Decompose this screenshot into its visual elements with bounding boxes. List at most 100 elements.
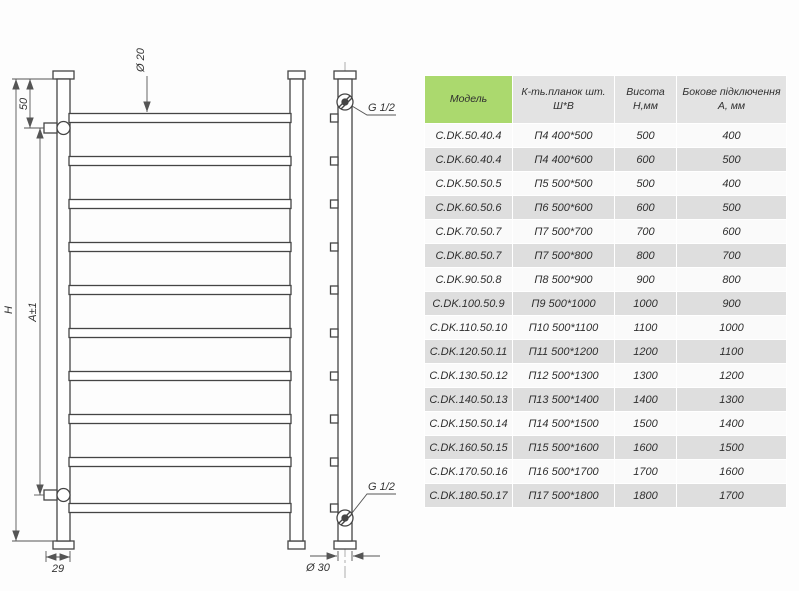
cell-side-connection: 500 — [676, 147, 787, 172]
header-slats-line2: Ш*В — [553, 99, 574, 112]
cell-side-connection: 600 — [676, 219, 787, 244]
side-view — [329, 62, 357, 578]
cell-slats-size: П4 400*500 — [512, 123, 615, 148]
conn-bottom-label: G 1/2 — [368, 481, 395, 493]
cell-slats-size: П6 500*600 — [512, 195, 615, 220]
cell-slats-size: П16 500*1700 — [512, 459, 615, 484]
cell-model: C.DK.120.50.11 — [424, 339, 513, 364]
cell-model: C.DK.130.50.12 — [424, 363, 513, 388]
cell-slats-size: П7 500*800 — [512, 243, 615, 268]
cell-model: C.DK.50.50.5 — [424, 171, 513, 196]
dim-phi30-label: Ø 30 — [305, 562, 331, 574]
dim-axis-distance-label: A±1 — [27, 302, 39, 323]
cell-height: 1700 — [614, 459, 677, 484]
cell-model: C.DK.60.50.6 — [424, 195, 513, 220]
col-header-side-connection: Бокове підключення А, мм — [676, 75, 787, 124]
cell-height: 1100 — [614, 315, 677, 340]
spec-table: Модель К-ть.планок шт. Ш*В Висота Н,мм Б… — [424, 75, 787, 508]
cell-side-connection: 700 — [676, 243, 787, 268]
cell-model: C.DK.50.40.4 — [424, 123, 513, 148]
cell-side-connection: 1000 — [676, 315, 787, 340]
cell-height: 1400 — [614, 387, 677, 412]
cell-height: 1300 — [614, 363, 677, 388]
cell-slats-size: П14 500*1500 — [512, 411, 615, 436]
top-connection-fitting — [336, 93, 354, 111]
cell-height: 600 — [614, 195, 677, 220]
cell-slats-size: П17 500*1800 — [512, 483, 615, 508]
cell-height: 900 — [614, 267, 677, 292]
cell-side-connection: 400 — [676, 123, 787, 148]
cell-model: C.DK.180.50.17 — [424, 483, 513, 508]
cell-slats-size: П4 400*600 — [512, 147, 615, 172]
cell-side-connection: 900 — [676, 291, 787, 316]
cell-model: C.DK.160.50.15 — [424, 435, 513, 460]
header-height-line1: Висота — [626, 85, 665, 98]
cell-slats-size: П11 500*1200 — [512, 339, 615, 364]
front-view — [43, 70, 306, 550]
cell-height: 1000 — [614, 291, 677, 316]
header-side-line2: А, мм — [717, 99, 746, 112]
col-header-height: Висота Н,мм — [614, 75, 677, 124]
cell-model: C.DK.170.50.16 — [424, 459, 513, 484]
cell-model: C.DK.150.50.14 — [424, 411, 513, 436]
dim-bottom-offset-label: 29 — [51, 563, 64, 575]
cell-model: C.DK.80.50.7 — [424, 243, 513, 268]
cell-slats-size: П5 500*500 — [512, 171, 615, 196]
dim-top-offset-label: 50 — [18, 97, 30, 110]
cell-side-connection: 400 — [676, 171, 787, 196]
cell-slats-size: П9 500*1000 — [512, 291, 615, 316]
dim-total-height-label: H — [3, 306, 15, 314]
cell-side-connection: 1300 — [676, 387, 787, 412]
cell-model: C.DK.140.50.13 — [424, 387, 513, 412]
dim-phi20-label: Ø 20 — [135, 47, 147, 73]
cell-model: C.DK.90.50.8 — [424, 267, 513, 292]
col-header-slats: К-ть.планок шт. Ш*В — [512, 75, 615, 124]
cell-side-connection: 1200 — [676, 363, 787, 388]
cell-slats-size: П15 500*1600 — [512, 435, 615, 460]
header-slats-line1: К-ть.планок шт. — [521, 85, 606, 98]
cell-model: C.DK.110.50.10 — [424, 315, 513, 340]
cell-slats-size: П12 500*1300 — [512, 363, 615, 388]
header-row: Модель К-ть.планок шт. Ш*В Висота Н,мм Б… — [424, 75, 787, 124]
spec-table-pane: Модель К-ть.планок шт. Ш*В Висота Н,мм Б… — [424, 75, 787, 508]
cell-height: 500 — [614, 123, 677, 148]
cell-side-connection: 1700 — [676, 483, 787, 508]
cell-model: C.DK.60.40.4 — [424, 147, 513, 172]
cell-height: 500 — [614, 171, 677, 196]
cell-model: C.DK.70.50.7 — [424, 219, 513, 244]
cell-slats-size: П10 500*1100 — [512, 315, 615, 340]
cell-side-connection: 1600 — [676, 459, 787, 484]
cell-side-connection: 800 — [676, 267, 787, 292]
header-side-line1: Бокове підключення — [682, 85, 781, 98]
cell-side-connection: 1100 — [676, 339, 787, 364]
drawing-svg: H A±1 50 Ø 20 29 Ø 30 G 1/2 G 1/2 — [3, 47, 396, 578]
cell-height: 1600 — [614, 435, 677, 460]
conn-top-label: G 1/2 — [368, 102, 395, 114]
cell-height: 600 — [614, 147, 677, 172]
cell-side-connection: 1500 — [676, 435, 787, 460]
col-header-model: Модель — [424, 75, 513, 124]
cell-side-connection: 1400 — [676, 411, 787, 436]
cell-height: 700 — [614, 219, 677, 244]
cell-height: 800 — [614, 243, 677, 268]
cell-slats-size: П8 500*900 — [512, 267, 615, 292]
bottom-connection-fitting — [336, 509, 354, 527]
cell-slats-size: П7 500*700 — [512, 219, 615, 244]
header-height-line2: Н,мм — [633, 99, 658, 112]
cell-slats-size: П13 500*1400 — [512, 387, 615, 412]
